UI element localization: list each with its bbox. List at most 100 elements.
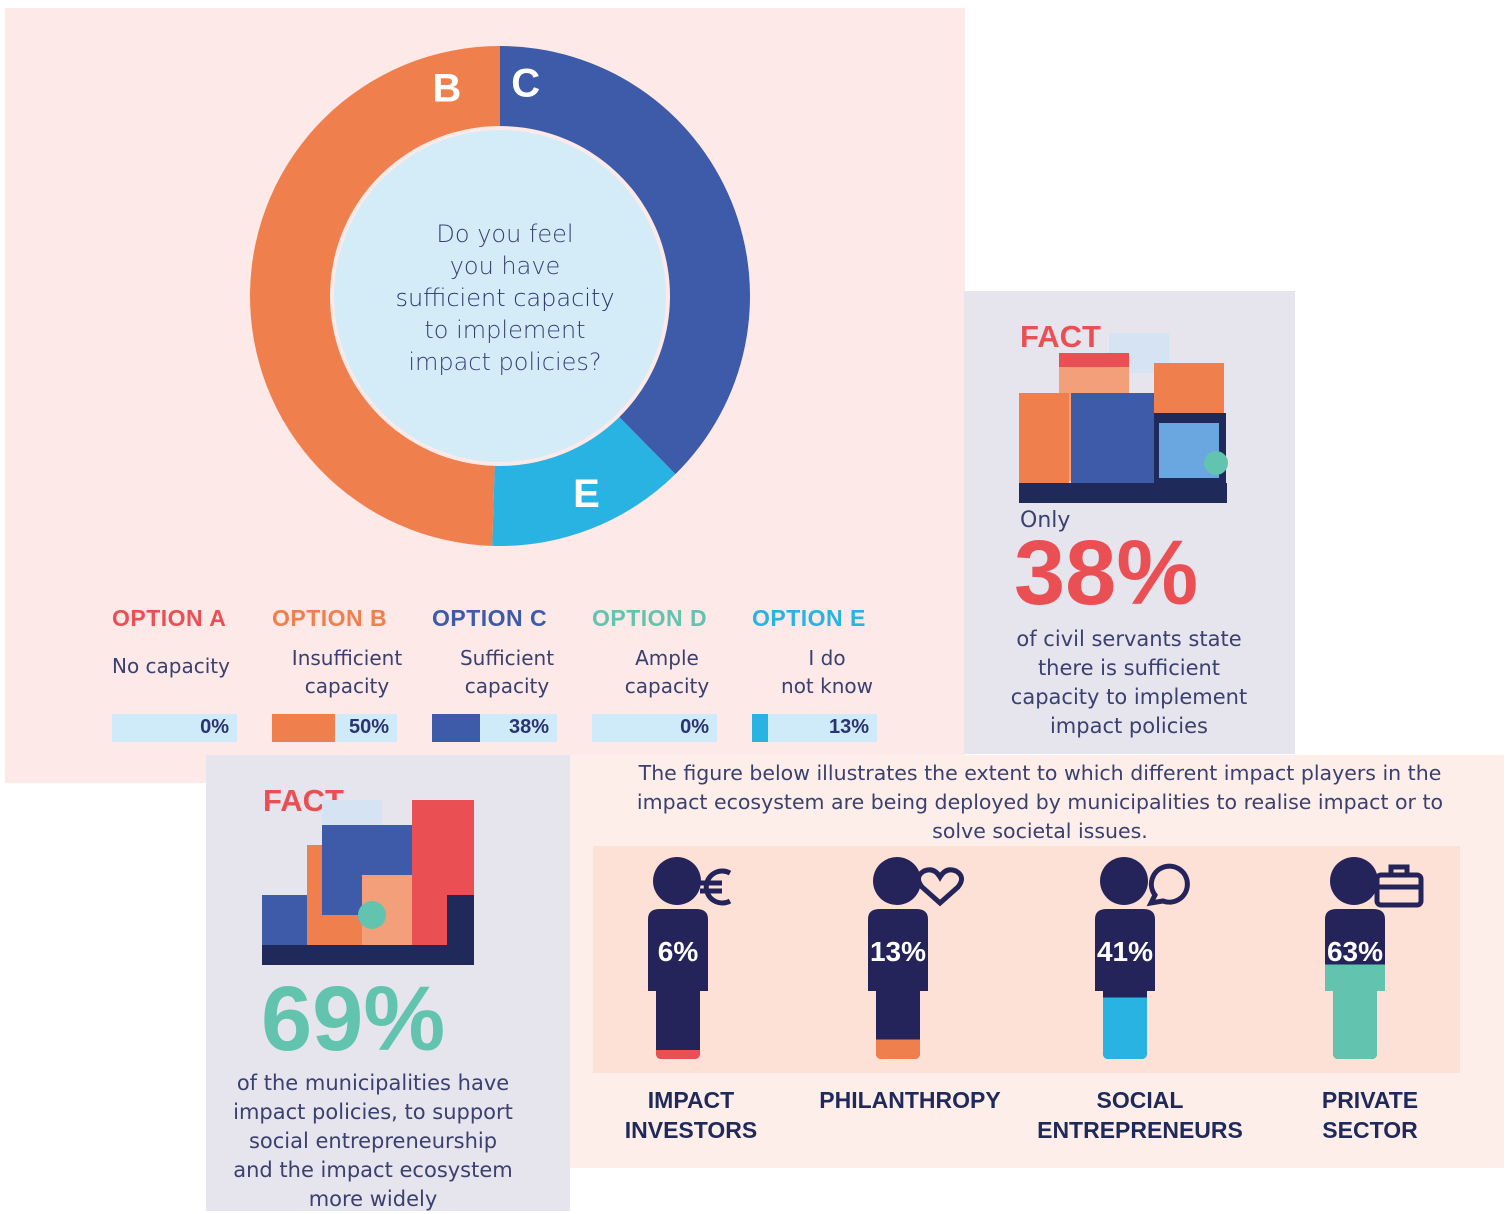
heart-icon: [916, 867, 964, 907]
player-label: SOCIAL ENTREPRENEURS: [1020, 1085, 1260, 1145]
option-value: 38%: [508, 716, 549, 738]
option-bar-fill: [752, 714, 769, 742]
player-label: PHILANTHROPY: [790, 1085, 1030, 1115]
speech-bubble-icon: [1146, 863, 1190, 907]
city-illustration: [1019, 333, 1228, 503]
player-label-line: IMPACT: [647, 1087, 735, 1113]
players-band: [593, 846, 1460, 1073]
impact-players-panel: The figure below illustrates the extent …: [570, 755, 1504, 1168]
option-description-line: Sufficient: [459, 646, 555, 670]
option-head: OPTION B: [272, 605, 388, 631]
option-description-line: not know: [781, 674, 873, 698]
question-line-5: impact policies?: [408, 348, 602, 376]
fact-percent: 38%: [1014, 522, 1199, 624]
person-fill-level: [1325, 964, 1385, 1059]
city-illustration: [262, 800, 474, 965]
option-value: 0%: [200, 716, 229, 738]
option-b: OPTION B Insufficient capacity 50%: [272, 605, 422, 742]
fact-text-line: impact policies, to support: [233, 1100, 513, 1124]
players-intro: The figure below illustrates the extent …: [636, 761, 1444, 843]
player-label: IMPACT INVESTORS: [571, 1085, 811, 1145]
option-description-line: Ample: [635, 646, 699, 670]
option-head: OPTION E: [752, 605, 866, 631]
player-label: PRIVATE SECTOR: [1250, 1085, 1490, 1145]
player-social: 41%: [1077, 851, 1197, 1066]
donut-segment-label: B: [432, 67, 461, 111]
donut-question: Do you feel you have sufficient capacity…: [350, 218, 660, 378]
person-figure: 63%: [1325, 857, 1424, 1059]
fact-text: of civil servants state there is suffici…: [979, 625, 1279, 741]
person-figure: 41%: [1095, 857, 1190, 1059]
donut-segment-label: E: [573, 472, 600, 516]
player-impact: 6%: [630, 851, 750, 1066]
person-head: [1330, 857, 1378, 905]
person-body: [868, 909, 928, 1059]
option-head: OPTION D: [592, 605, 708, 631]
donut-slice-option-c: [500, 46, 751, 475]
donut-slice-option-e: [492, 417, 676, 546]
option-head: OPTION A: [112, 605, 227, 631]
option-description: No capacity: [112, 644, 262, 700]
player-philanthropy: 13%: [850, 851, 970, 1066]
option-description-line: Insufficient: [291, 646, 403, 670]
fact-text-line: of the municipalities have: [236, 1071, 510, 1095]
fact-text: of the municipalities have impact polici…: [218, 1069, 528, 1214]
donut-chart: C E B: [249, 46, 751, 546]
player-label-line: PHILANTHROPY: [819, 1087, 1001, 1113]
player-percent: 63%: [1327, 936, 1383, 967]
person-head: [1100, 857, 1148, 905]
option-d: OPTION D Ample capacity 0%: [592, 605, 742, 742]
person-body: [648, 909, 708, 1059]
person-head: [873, 857, 921, 905]
fact-text-line: more widely: [308, 1187, 438, 1211]
person-head: [653, 857, 701, 905]
donut-center: [334, 130, 666, 462]
fact-panel-municipalities: FACT 69% of the municipalities have impa…: [206, 755, 570, 1211]
person-fill-level: [648, 1050, 708, 1059]
fact-text-line: social entrepreneurship: [248, 1129, 498, 1153]
option-value: 0%: [680, 716, 709, 738]
player-label-line: INVESTORS: [624, 1117, 758, 1143]
option-bar: 0%: [592, 714, 717, 742]
option-value: 50%: [348, 716, 389, 738]
option-value: 13%: [828, 716, 869, 738]
person-figure: 13%: [868, 857, 964, 1059]
person-figure: 6%: [648, 857, 732, 1059]
player-label-line: PRIVATE: [1321, 1087, 1419, 1113]
player-label-line: SOCIAL: [1096, 1087, 1184, 1113]
option-bar: 0%: [112, 714, 237, 742]
option-bar: 13%: [752, 714, 877, 742]
fact-text-line: of civil servants state: [1016, 627, 1242, 651]
player-percent: 13%: [870, 936, 926, 967]
donut-segment-label: C: [511, 62, 540, 106]
fact-prefix: Only: [1020, 508, 1071, 533]
option-description-line: capacity: [304, 674, 390, 698]
option-bar: 50%: [272, 714, 397, 742]
option-description-line: capacity: [624, 674, 710, 698]
fact-label: FACT: [1020, 319, 1101, 354]
option-description: Ample capacity: [592, 644, 742, 700]
fact-percent: 69%: [261, 968, 446, 1070]
fact-panel-civil-servants: FACT Only 38% of civil servants state th…: [964, 291, 1295, 754]
question-line-2: you have: [449, 252, 561, 280]
survey-panel: C E B Do you feel you have sufficient capa…: [5, 8, 965, 783]
fact-text-line: impact policies: [1049, 714, 1209, 738]
person-fill-level: [1095, 997, 1155, 1059]
option-bar-fill: [272, 714, 335, 742]
option-bar: 38%: [432, 714, 557, 742]
question-line-4: to implement: [424, 316, 586, 344]
option-bar-fill: [432, 714, 480, 742]
option-description: Insufficient capacity: [272, 644, 422, 700]
option-a: OPTION A No capacity 0%: [112, 605, 262, 742]
player-label-line: SECTOR: [1322, 1117, 1418, 1143]
euro-icon: [700, 868, 732, 906]
player-private: 63%: [1307, 851, 1427, 1066]
question-emphasis: sufficient capacity: [395, 284, 615, 312]
player-percent: 41%: [1097, 936, 1153, 967]
option-head: OPTION C: [432, 605, 548, 631]
fact-text-line: there is sufficient: [1037, 656, 1221, 680]
player-label-line: ENTREPRENEURS: [1037, 1117, 1243, 1143]
